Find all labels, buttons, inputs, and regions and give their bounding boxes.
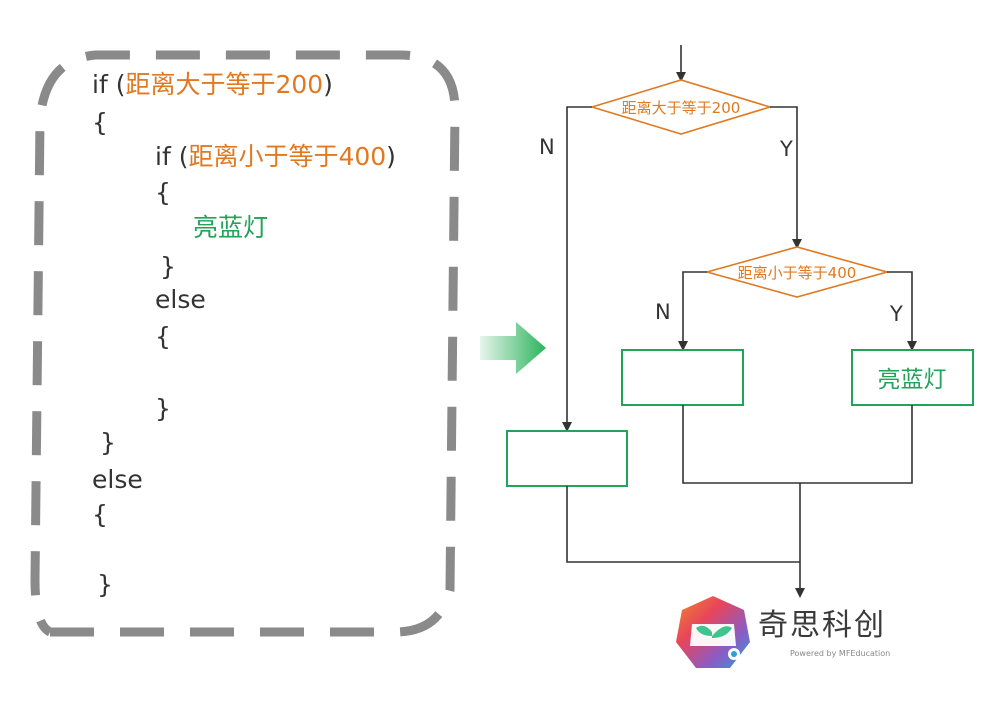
code-inner-if: if (距离小于等于400) xyxy=(155,142,396,171)
decision-2-yes-label: Y xyxy=(889,302,903,326)
code-inner-condition: 距离小于等于400 xyxy=(188,142,387,171)
code-brace: { xyxy=(92,108,108,137)
action-box-yes xyxy=(851,349,974,406)
code-outer-if: if (距离大于等于200) xyxy=(92,70,333,99)
code-outer-else: else xyxy=(92,465,143,494)
code-outer-condition: 距离大于等于200 xyxy=(125,70,324,99)
transition-arrow-icon xyxy=(480,322,546,374)
code-brace: } xyxy=(100,428,116,457)
code-brace: { xyxy=(155,322,171,351)
logo-name: 奇思科创 xyxy=(758,608,886,643)
code-brace: } xyxy=(160,252,176,281)
action-box-no-inner xyxy=(621,349,744,406)
merge-outer-line xyxy=(566,486,800,563)
code-brace: } xyxy=(155,394,171,423)
sprout-logo-icon xyxy=(676,596,750,668)
code-brace: { xyxy=(155,178,171,207)
merge-inner-line xyxy=(682,405,913,484)
decision-2-yes-line xyxy=(887,271,917,351)
decision-1-yes-line xyxy=(770,106,802,249)
code-brace: } xyxy=(97,570,113,599)
code-inner-else: else xyxy=(155,285,206,314)
action-box-no-outer xyxy=(506,430,628,487)
decision-2-label: 距离小于等于400 xyxy=(738,264,857,282)
decision-1-label: 距离大于等于200 xyxy=(622,99,741,117)
decision-2-no-label: N xyxy=(655,300,671,324)
action-box-yes-label: 亮蓝灯 xyxy=(878,367,947,393)
code-action-blue-light: 亮蓝灯 xyxy=(193,213,269,242)
decision-1-yes-label: Y xyxy=(779,137,793,161)
decision-1-no-line xyxy=(562,106,592,432)
decision-2-no-line xyxy=(678,271,707,351)
code-brace: { xyxy=(92,500,108,529)
logo-tagline: Powered by MFEducation xyxy=(790,649,891,658)
decision-1-no-label: N xyxy=(539,135,555,159)
